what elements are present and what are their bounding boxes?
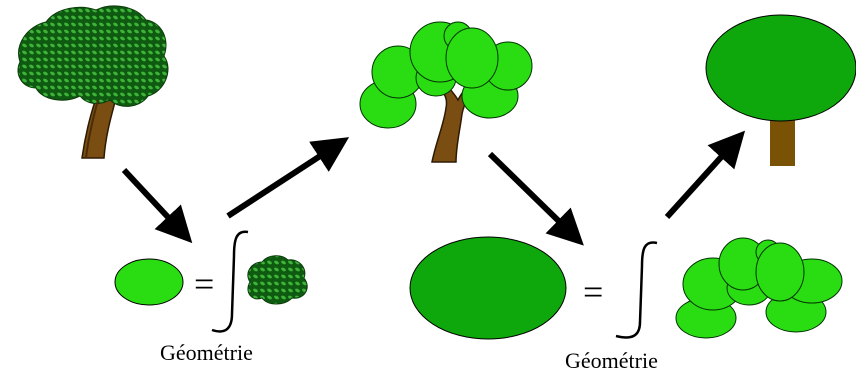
small-ellipse	[114, 258, 184, 306]
equals-sign-1: =	[194, 264, 214, 304]
integral-sign-2	[615, 241, 658, 339]
geometry-label-1: Géométrie	[160, 340, 253, 365]
equals-sign-2: =	[583, 272, 603, 312]
simple-tree-icon	[705, 14, 856, 166]
detailed-tree-icon	[17, 5, 169, 159]
ellipse-cluster-tree-icon	[359, 21, 533, 163]
ellipse-cluster	[675, 237, 843, 339]
equation-2: =	[409, 236, 843, 340]
geometry-label-2: Géométrie	[565, 348, 658, 373]
arrow-2	[226, 137, 350, 219]
foliage-texture	[247, 255, 308, 305]
integral-sign-1	[211, 230, 249, 333]
equation-1: =	[114, 230, 308, 333]
large-ellipse	[409, 236, 567, 340]
arrow-3	[487, 151, 584, 246]
arrow-1	[121, 167, 193, 244]
arrow-4	[664, 130, 746, 220]
